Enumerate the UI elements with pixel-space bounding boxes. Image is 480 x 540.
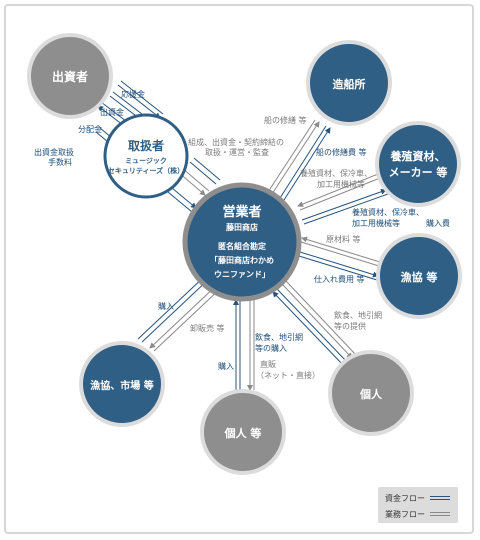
node-fishery: 漁協 等 bbox=[376, 233, 462, 319]
flow-supplies bbox=[297, 171, 384, 207]
label-raw-material: 原材料 等 bbox=[326, 234, 361, 244]
label-supplies-pay-3: 購入費 bbox=[426, 218, 450, 228]
label-investment: 出資金 bbox=[100, 107, 124, 117]
handler-title: 取扱者 bbox=[128, 138, 164, 153]
market-label: 漁協、市場 等 bbox=[90, 379, 153, 392]
supplier-line1: 養殖資材、 bbox=[391, 149, 446, 163]
person-etc-label: 個人 等 bbox=[224, 426, 262, 440]
label-handling-fee-1: 出資金取扱 bbox=[34, 147, 74, 157]
label-handler-service-2: 取扱・運営・監査 bbox=[205, 147, 269, 157]
flow-meal-provide bbox=[281, 283, 353, 359]
flow-purchase-cost bbox=[299, 251, 379, 278]
label-ship-repair-fee: 船の修繕費 等 bbox=[316, 147, 367, 157]
node-investor: 出資者 bbox=[27, 33, 113, 119]
label-supplies-2: 加工用機械等 bbox=[317, 179, 365, 189]
label-partial-sale: 卸販売 等 bbox=[190, 323, 225, 333]
flow-raw-material bbox=[301, 236, 381, 263]
label-purchase-left: 購入 bbox=[158, 301, 174, 311]
person-label: 個人 bbox=[359, 387, 383, 401]
label-direct-2: （ネット・直接） bbox=[256, 370, 320, 380]
center-sub: 藤田商店 bbox=[225, 222, 258, 232]
flow-ship-repair-fee bbox=[279, 125, 327, 199]
fishery-label: 漁協 等 bbox=[401, 270, 438, 284]
label-direct-1: 直販 bbox=[260, 359, 276, 369]
flow-left-purchase bbox=[141, 277, 211, 343]
label-ship-repair: 船の修繕 等 bbox=[264, 115, 307, 125]
flow-labels: 応援金 出資金 分配金 出資金取扱 手数料 組成、出資金・契約締結の 取扱・運営… bbox=[34, 89, 450, 380]
legend-business-line bbox=[430, 512, 450, 516]
node-market: 漁協、市場 等 bbox=[79, 341, 165, 427]
handler-sub1: ミュージック bbox=[125, 156, 167, 165]
label-meal-provide-1: 飲食、地引網 bbox=[334, 310, 382, 320]
label-purchase-bottom: 購入 bbox=[218, 361, 234, 371]
label-meal-provide-2: 等の提供 bbox=[334, 321, 366, 331]
flow-support-money bbox=[117, 84, 161, 119]
shipyard-label: 造船所 bbox=[333, 77, 366, 91]
label-purchase-cost: 仕入れ費用 等 bbox=[314, 274, 365, 284]
label-handler-service-1: 組成、出資金・契約締結の bbox=[188, 137, 284, 147]
flow-meal-buy bbox=[272, 291, 345, 367]
label-supplies-1: 養殖資材、保冷車、 bbox=[300, 168, 372, 178]
center-line4: 「藤田商店わかめ bbox=[210, 255, 274, 265]
supplier-line2: メーカー 等 bbox=[389, 165, 448, 179]
node-person-etc: 個人 等 bbox=[200, 389, 286, 475]
label-supplies-pay-2: 加工用機械等 bbox=[352, 218, 400, 228]
flow-partial-sale bbox=[149, 283, 219, 349]
node-handler: 取扱者 ミュージック セキュリティーズ（株） bbox=[103, 113, 189, 199]
legend-money-line bbox=[430, 496, 450, 500]
legend-business-label: 業務フロー bbox=[385, 510, 425, 519]
node-shipyard: 造船所 bbox=[306, 40, 392, 126]
flow-supplies-pay bbox=[301, 188, 387, 221]
node-person: 個人 bbox=[328, 350, 414, 436]
legend-money-label: 資金フロー bbox=[385, 494, 425, 503]
center-title: 営業者 bbox=[222, 204, 261, 220]
legend: 資金フロー 業務フロー bbox=[378, 487, 458, 523]
node-center: 営業者 藤田商店 匿名組合勘定 「藤田商店わかめ ウニファンド」 bbox=[182, 182, 302, 302]
label-supplies-pay-1: 養殖資材、保冷車、 bbox=[352, 207, 424, 217]
label-meal-buy-1: 飲食、地引網 bbox=[255, 332, 303, 342]
handler-sub2: セキュリティーズ（株） bbox=[108, 166, 184, 175]
label-dividend: 分配金 bbox=[78, 124, 102, 134]
investor-label: 出資者 bbox=[52, 69, 88, 84]
label-support-money: 応援金 bbox=[121, 89, 145, 99]
flow-ship-repair bbox=[267, 119, 316, 193]
label-meal-buy-2: 等の購入 bbox=[255, 343, 287, 353]
center-line3: 匿名組合勘定 bbox=[218, 241, 266, 251]
center-line5: ウニファンド」 bbox=[214, 270, 270, 279]
label-handling-fee-2: 手数料 bbox=[48, 157, 72, 167]
node-supplier: 養殖資材、 メーカー 等 bbox=[375, 121, 461, 207]
